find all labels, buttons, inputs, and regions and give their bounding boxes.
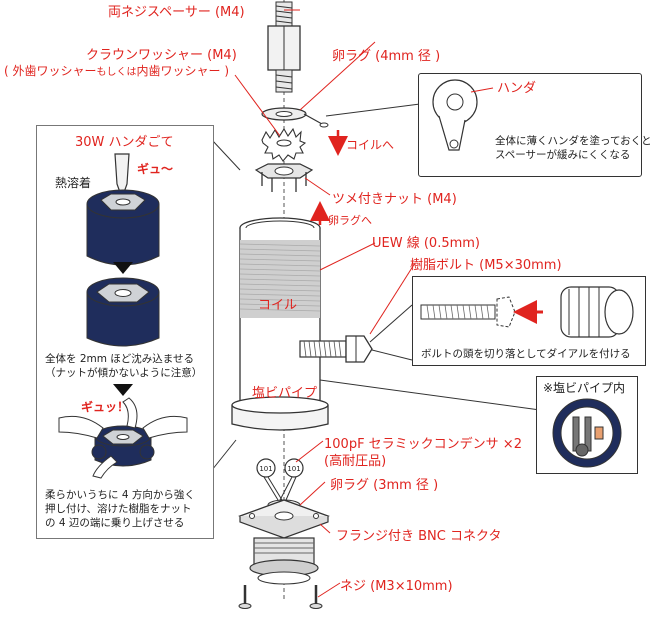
leader-lines [234,9,416,598]
bnc-flange-part [238,499,330,539]
label-to-lug: 卵ラグへ [328,214,372,227]
step3-note-line-3: の 4 辺の端に乗り上げさせる [45,517,185,529]
label-crown-washer-sub: ( 外歯ワッシャーもしくは内歯ワッシャー ) [4,62,229,79]
coil-winding [239,240,321,318]
capacitors: 101 101 [256,458,304,501]
pvc-inside-callout: ※塩ビパイプ内 [536,376,638,474]
label-crown-washer: クラウンワッシャー (M4) [86,48,237,63]
gyu-label-2: ギュッ！ [81,400,130,414]
crown-washer-sub-b: 内歯ワッシャー ) [136,64,230,78]
bolt-callout: ボルトの頭を切り落としてダイアルを付ける [412,276,646,366]
cap-mark-2: 101 [287,465,300,473]
callout-connectors [211,103,541,471]
solder-illustration [432,79,494,151]
label-spacer: 両ネジスペーサー (M4) [108,5,245,20]
step2-note-line-1: 全体を 2mm ほど沈み込ませる [45,353,194,365]
step2-note-line-2: （ナットが傾かないように注意） [45,367,203,379]
label-pvc-pipe: 塩ビパイプ [252,386,318,401]
crown-washer-sub-small: もしくは [96,67,137,78]
step3-note: 柔らかいうちに 4 方向から強く 押し付け、溶けた樹脂をナット の 4 辺の端に… [45,488,195,530]
bolt-note: ボルトの頭を切り落としてダイアルを付ける [421,348,631,360]
screws [238,585,323,609]
solder-note-line-2: スペーサーが緩みにくくなる [495,149,631,161]
label-lug-3mm: 卵ラグ (3mm 径 ) [330,478,439,493]
pipe-bottom-flange [231,396,329,431]
label-capacitor: 100pF セラミックコンデンサ ×2 [324,437,522,452]
step3-note-line-1: 柔らかいうちに 4 方向から強く [45,489,195,501]
heat-welding-illustration [58,153,188,479]
spacer-part [267,1,301,93]
weld-label: 熱溶着 [55,176,92,190]
label-claw-nut: ツメ付きナット (M4) [332,192,457,207]
label-bnc: フランジ付き BNC コネクタ [336,529,502,544]
label-uew-wire: UEW 線 (0.5mm) [372,236,480,251]
label-coil: コイル [258,298,298,313]
bnc-body-part [249,537,319,585]
solder-note-line-1: 全体に薄くハンダを塗っておくと [495,135,652,147]
bolt-illustration [420,286,634,338]
label-resin-bolt: 樹脂ボルト (M5×30mm) [410,258,562,273]
heat-welding-panel: 30W ハンダごて ギュ～ 熱溶着 全体を 2mm ほど沈み込ませる （ナットが… [36,125,214,539]
label-to-coil: コイルへ [346,138,395,152]
cap-mark-1: 101 [259,465,272,473]
solder-callout: ハンダ 全体に薄くハンダを塗っておくと スペーサーが緩みにくくなる [418,73,652,177]
gyu-label-1: ギュ～ [137,162,174,176]
step3-note-line-2: 押し付け、溶けた樹脂をナット [45,503,192,515]
step2-note: 全体を 2mm ほど沈み込ませる （ナットが傾かないように注意） [45,352,202,380]
label-capacitor-sub: (高耐圧品) [324,454,387,469]
solder-note: 全体に薄くハンダを塗っておくと スペーサーが緩みにくくなる [495,134,652,162]
crown-washer-part [261,127,307,162]
label-solder: ハンダ [497,81,537,96]
left-panel-title: 30W ハンダごて [75,135,174,150]
label-pvc-inside: ※塩ビパイプ内 [543,381,626,395]
pvc-inside-illustration [552,398,622,468]
label-screw: ネジ (M3×10mm) [340,579,453,594]
resin-bolt-part [299,335,373,363]
lug-4mm-part [261,107,329,128]
label-lug-4mm: 卵ラグ (4mm 径 ) [332,49,441,64]
crown-washer-sub-a: ( 外歯ワッシャー [4,64,97,78]
claw-nut-part [254,163,314,192]
